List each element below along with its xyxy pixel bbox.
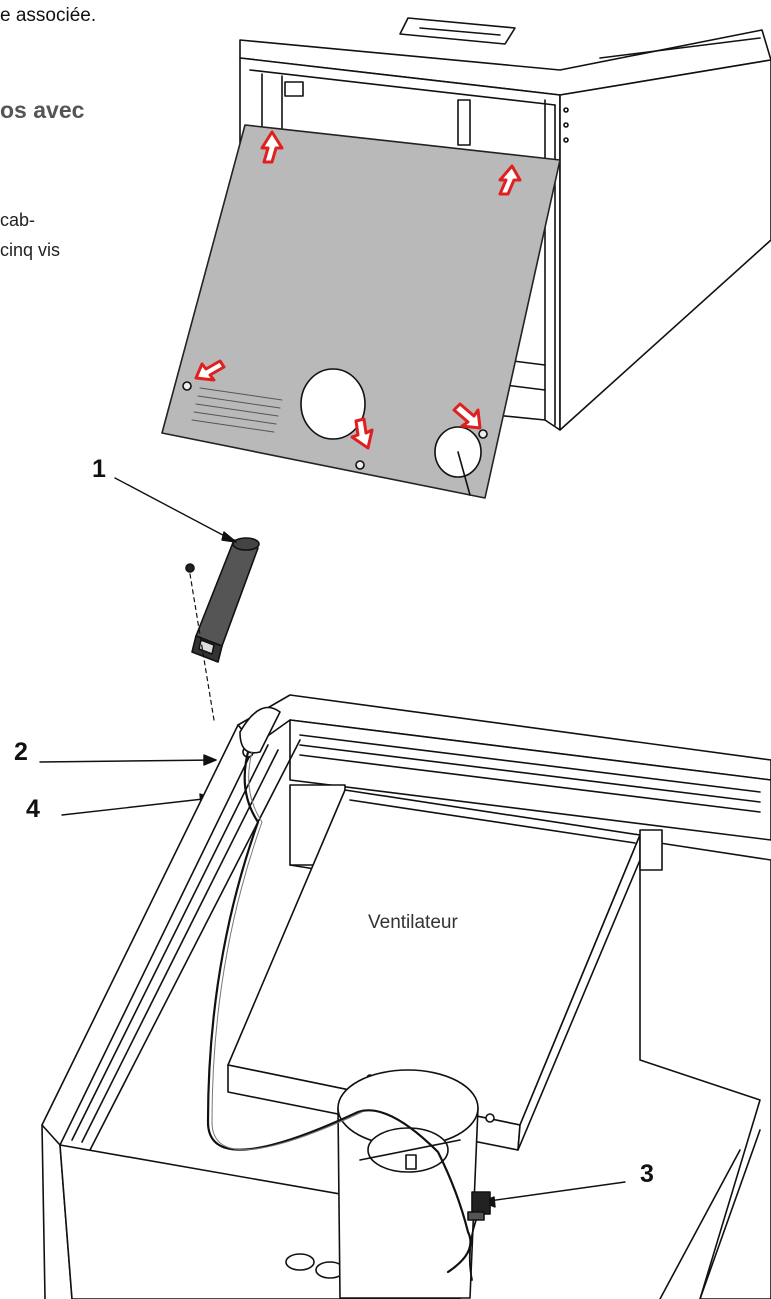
callout-3: 3 <box>640 1160 654 1188</box>
callout-1: 1 <box>92 455 106 483</box>
part-3-connector <box>467 1191 491 1281</box>
body-line-2: cinq vis <box>0 240 61 260</box>
text-fragment-line1: e associée. <box>0 5 97 26</box>
screw-icon <box>185 563 195 573</box>
part-1-cover <box>185 537 260 721</box>
vent-grille <box>191 387 283 433</box>
arrow-up-right-icon <box>498 164 522 196</box>
callout-2: 2 <box>14 738 28 766</box>
callout-4: 4 <box>26 795 40 823</box>
removal-arrows <box>194 130 522 450</box>
arrow-up-left-icon <box>260 130 284 164</box>
heading-fragment: os avec <box>0 97 85 123</box>
fan-label: Ventilateur <box>368 912 458 933</box>
fan-housing <box>227 789 663 1299</box>
body-line-1: cab- <box>0 210 36 230</box>
arrow-down-center-icon <box>350 417 374 450</box>
arrow-down-right-icon <box>452 402 482 430</box>
cable <box>206 750 472 1274</box>
arrow-down-left-icon <box>194 359 226 382</box>
body-text-fragment: cab- cinq vis <box>0 205 60 265</box>
